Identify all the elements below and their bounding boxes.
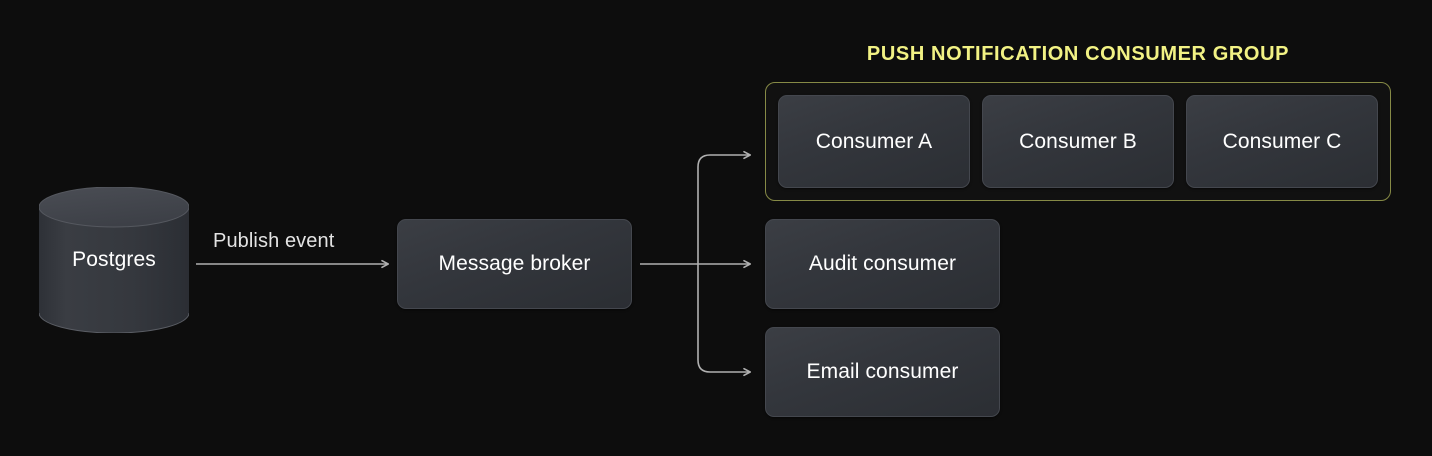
consumer-c-node[interactable]: Consumer C <box>1186 95 1378 188</box>
email-consumer-node[interactable]: Email consumer <box>765 327 1000 417</box>
edge-label-publish-event: Publish event <box>213 230 335 252</box>
consumer-b-node[interactable]: Consumer B <box>982 95 1174 188</box>
cylinder-icon <box>39 187 189 333</box>
edge-broker-to-email-consumer <box>697 264 752 377</box>
postgres-label: Postgres <box>72 248 156 271</box>
message-broker-node[interactable]: Message broker <box>397 219 632 309</box>
consumer-a-node[interactable]: Consumer A <box>778 95 970 188</box>
consumer-group-title: PUSH NOTIFICATION CONSUMER GROUP <box>866 43 1290 65</box>
postgres-database-node[interactable]: Postgres <box>39 187 189 333</box>
consumer-group-members: Consumer A Consumer B Consumer C <box>778 95 1378 188</box>
audit-consumer-node[interactable]: Audit consumer <box>765 219 1000 309</box>
edge-broker-to-consumer-group <box>697 150 752 264</box>
